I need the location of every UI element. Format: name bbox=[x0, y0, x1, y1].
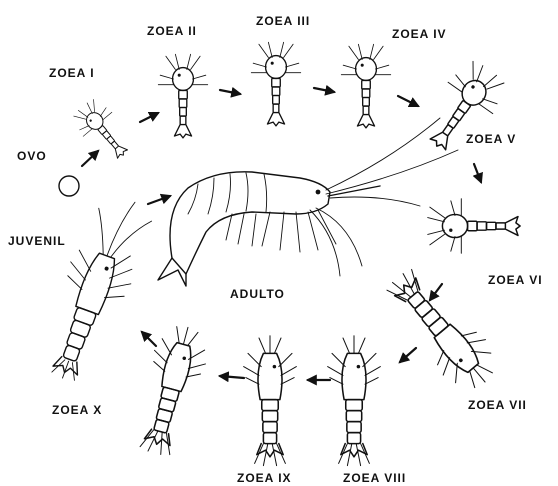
zoea-2-illustration bbox=[158, 54, 207, 138]
label-juvenil: JUVENIL bbox=[8, 234, 66, 248]
arrow-zoea-10-to-juvenil bbox=[142, 332, 156, 346]
zoea-1-illustration bbox=[68, 95, 137, 168]
zoea-10-illustration bbox=[129, 321, 214, 460]
adult-shrimp-illustration bbox=[158, 118, 458, 286]
arrow-zoea-3-to-zoea-4 bbox=[314, 88, 334, 92]
arrow-zoea-5-to-zoea-6 bbox=[474, 164, 481, 182]
arrow-zoea-6-to-zoea-7 bbox=[430, 284, 442, 300]
egg-illustration bbox=[59, 176, 79, 196]
arrow-juvenil-to-adulto bbox=[148, 196, 170, 204]
label-ovo: OVO bbox=[17, 149, 47, 163]
label-zoea-6: ZOEA VI bbox=[488, 273, 543, 287]
label-zoea-10: ZOEA X bbox=[52, 403, 102, 417]
label-zoea-9: ZOEA IX bbox=[237, 471, 292, 485]
zoea-8-illustration bbox=[328, 336, 381, 466]
zoea-3-illustration bbox=[251, 42, 300, 126]
arrow-zoea-1-to-zoea-2 bbox=[140, 113, 158, 122]
arrow-zoea-7-to-zoea-8 bbox=[400, 348, 416, 362]
label-zoea-2: ZOEA II bbox=[147, 24, 197, 38]
label-zoea-8: ZOEA VIII bbox=[343, 471, 406, 485]
arrow-zoea-4-to-zoea-5 bbox=[398, 96, 418, 106]
zoea-6-illustration bbox=[428, 199, 520, 254]
zoea-4-illustration bbox=[341, 44, 390, 128]
label-zoea-3: ZOEA III bbox=[256, 14, 310, 28]
zoea-9-illustration bbox=[244, 336, 297, 466]
label-zoea-4: ZOEA IV bbox=[392, 27, 447, 41]
arrow-ovo-to-zoea-1 bbox=[82, 151, 98, 166]
label-zoea-1: ZOEA I bbox=[49, 66, 95, 80]
juvenil-illustration bbox=[32, 189, 157, 389]
arrow-zoea-9-to-zoea-10 bbox=[220, 376, 244, 378]
arrow-zoea-2-to-zoea-3 bbox=[220, 90, 240, 94]
zoea-7-illustration bbox=[377, 260, 507, 399]
label-zoea-5: ZOEA V bbox=[466, 132, 516, 146]
label-zoea-7: ZOEA VII bbox=[468, 398, 527, 412]
label-adulto: ADULTO bbox=[230, 287, 285, 301]
